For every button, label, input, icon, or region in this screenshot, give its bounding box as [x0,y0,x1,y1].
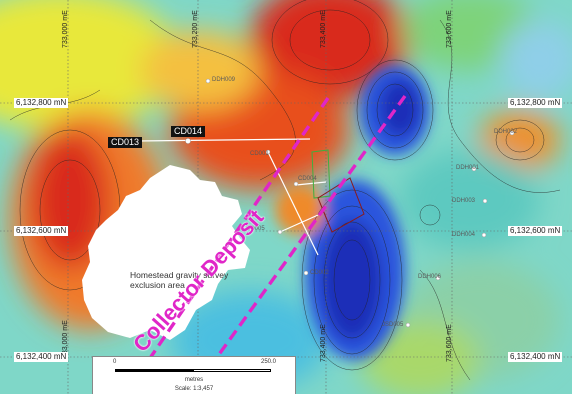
contour-lines [9,0,561,381]
easting-label-733600-bottom: 733,600 mE [446,324,453,362]
drillhole-label-cd014[interactable]: CD014 [171,126,206,137]
scale-units-label: metres [184,377,204,383]
easting-label-733000-top: 733,000 mE [62,10,69,48]
exclusion-area [82,165,250,340]
scale-ratio-label: Scale: 1:3,457 [174,386,214,392]
northing-label-6132800-left: 6,132,800 mN [14,98,69,108]
scale-bar-graphic [115,369,271,372]
drillhole-label-top[interactable]: DDH009 [212,77,236,83]
northing-label-6132400-left: 6,132,400 mN [14,352,69,362]
deposit-outline [144,95,407,365]
easting-label-733400-top: 733,400 mE [320,10,327,48]
drillhole-label-right-3[interactable]: DDH003 [452,198,476,204]
exclusion-area-label-line-2: exclusion area [130,280,185,290]
northing-label-6132600-right: 6,132,600 mN [508,226,563,236]
easting-label-733400-bottom: 733,400 mE [320,324,327,362]
exclusion-area-label: Homestead gravity survey exclusion area [130,270,228,290]
scale-bar: 0 250.0 metres Scale: 1:3,457 [92,356,296,394]
drillhole-label-cd-b[interactable]: CD004 [298,176,317,182]
scale-start-label: 0 [113,359,117,365]
drillhole-label-bottom[interactable]: JSD005 [382,322,404,328]
drill-traces [136,138,327,256]
easting-label-733200-top: 733,200 mE [192,10,199,48]
scale-end-label: 250.0 [261,359,277,365]
drillhole-label-cd-a[interactable]: CD001 [250,151,269,157]
northing-label-6132600-left: 6,132,600 mN [14,226,69,236]
easting-label-733600-top: 733,600 mE [446,10,453,48]
northing-label-6132400-right: 6,132,400 mN [508,352,563,362]
drillhole-label-cd-d[interactable]: CD002 [310,270,329,276]
drillhole-label-right-2[interactable]: DDH001 [456,165,480,171]
northing-label-6132800-right: 6,132,800 mN [508,98,563,108]
drillhole-label-cd-c[interactable]: CD005 [246,226,265,232]
exclusion-area-label-line-1: Homestead gravity survey [130,270,229,280]
drillhole-label-cd013[interactable]: CD013 [108,137,143,148]
drillhole-label-right-4[interactable]: DDH004 [452,232,476,238]
drillhole-label-right-5[interactable]: DDH006 [418,274,442,280]
drillhole-label-right-1[interactable]: DDH002 [494,129,518,135]
